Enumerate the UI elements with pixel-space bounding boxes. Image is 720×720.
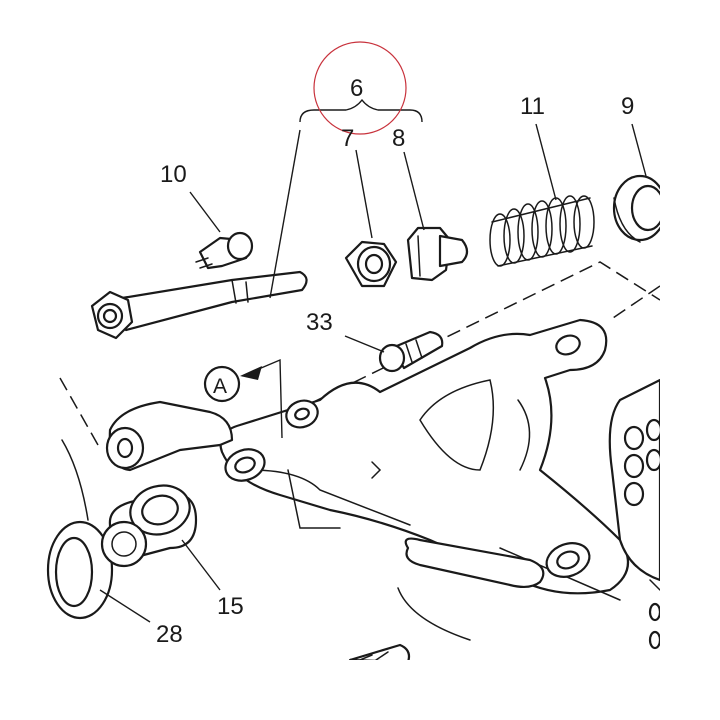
view-a-marker — [203, 358, 283, 439]
footpeg-bracket — [219, 318, 630, 641]
leader-11 — [535, 123, 557, 201]
part-8-sleeve-nut — [406, 226, 469, 282]
leader-7 — [355, 149, 373, 239]
label-part-33: 33 — [306, 309, 333, 336]
leader-6-left — [269, 129, 301, 299]
part-10-long-bolt — [90, 270, 308, 340]
label-part-9: 9 — [621, 93, 634, 120]
label-part-11: 11 — [520, 93, 545, 120]
label-part-7: 7 — [341, 125, 354, 152]
part-7-nut — [344, 240, 398, 288]
part-28-ring — [46, 439, 114, 620]
lever-arm — [105, 400, 234, 472]
leader-28 — [99, 589, 151, 623]
dashed-guide-right — [609, 285, 660, 321]
label-part-6: 6 — [350, 75, 363, 102]
lower-bolt — [348, 643, 411, 660]
label-part-15: 15 — [217, 593, 244, 620]
part-15-bushing — [100, 484, 198, 568]
leader-8 — [403, 151, 425, 231]
group-6-bracket — [299, 98, 423, 123]
part-11-spring — [489, 195, 595, 267]
highlight-circle — [313, 41, 407, 135]
leader-9 — [631, 123, 647, 177]
label-part-28: 28 — [156, 621, 183, 648]
leader-10 — [189, 191, 221, 233]
dashed-guide-rear — [239, 261, 660, 439]
dashed-guide-left — [59, 377, 99, 446]
part-33-bolt — [378, 330, 444, 373]
part-10-shoulder-bolt — [195, 231, 254, 270]
label-view-a: A — [213, 375, 227, 398]
leader-15 — [181, 539, 221, 591]
leader-33 — [344, 335, 385, 353]
label-part-8: 8 — [392, 125, 405, 152]
part-9-washer — [612, 174, 660, 243]
label-part-10: 10 — [160, 161, 187, 188]
heel-guard — [608, 378, 660, 650]
